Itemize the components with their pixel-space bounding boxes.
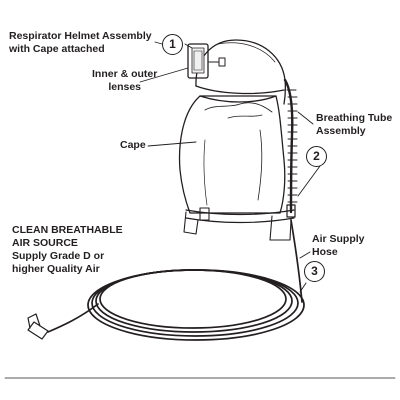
label-breathing-tube: Breathing Tube Assembly [316, 112, 393, 137]
leader-lines [139, 41, 321, 293]
lens-outer [193, 50, 203, 71]
label-cape: Cape [120, 139, 146, 151]
cape-fold [204, 102, 273, 113]
helmet-crown-seam [217, 42, 276, 63]
lens-frame [187, 43, 209, 79]
label-air-supply-hose: Air Supply Hose [312, 233, 365, 258]
cape-fold [257, 129, 263, 201]
helmet-rim [195, 85, 285, 95]
callout-3: 3 [304, 261, 325, 282]
lens-latch [208, 57, 226, 67]
breathing-tube [283, 78, 294, 214]
callout-1: 1 [162, 34, 183, 55]
tube-corrugations [286, 89, 298, 203]
label-air-source: CLEAN BREATHABLE AIR SOURCE Supply Grade… [12, 224, 123, 275]
helmet-shell [195, 39, 287, 105]
belt-left-tab [183, 211, 199, 235]
cape-fold [203, 139, 208, 206]
air-supply-hose [47, 219, 305, 341]
helmet-neck [199, 95, 277, 103]
tube-fitting [286, 204, 296, 218]
label-helmet-assembly: Respirator Helmet Assembly with Cape att… [9, 30, 152, 55]
belt-buckle [199, 207, 210, 221]
callout-2: 2 [306, 146, 327, 167]
cape [178, 95, 286, 214]
lens-inner [191, 47, 205, 74]
label-lenses: Inner & outer lenses [92, 68, 158, 93]
belt-right-tab [269, 215, 292, 241]
hose-connector [27, 313, 49, 340]
belt [185, 209, 295, 224]
cape-fold [227, 114, 263, 119]
